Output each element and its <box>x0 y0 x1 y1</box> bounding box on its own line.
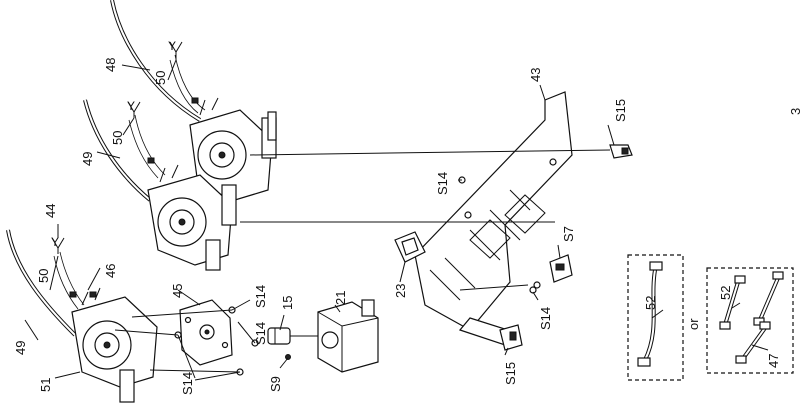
label-44: 44 <box>43 204 58 218</box>
tubes <box>6 0 206 337</box>
pump-middle <box>147 164 237 271</box>
cable-box-52 <box>627 254 684 381</box>
label-15: 15 <box>280 296 295 310</box>
page-number: 3 <box>788 108 800 115</box>
y-glyph-b: Y <box>127 99 135 113</box>
label-23: 23 <box>393 284 408 298</box>
screw-s14-frame-bottom <box>529 286 537 294</box>
mount-plate-45 <box>179 299 233 366</box>
label-s9: S9 <box>268 376 283 392</box>
motor-21 <box>317 299 379 373</box>
set-screw-s9 <box>285 354 291 360</box>
connector-s15-top <box>609 144 633 159</box>
guide-lines <box>240 149 611 291</box>
pump-upper <box>189 97 277 201</box>
label-21: 21 <box>333 291 348 305</box>
label-49-b: 49 <box>13 341 28 355</box>
part-labels: 48 50 50 49 44 50 46 49 51 45 S14 15 S14… <box>13 58 800 395</box>
tube-48 <box>110 0 202 122</box>
label-48: 48 <box>103 58 118 72</box>
label-52-b: 52 <box>718 286 733 300</box>
label-50-b: 50 <box>110 131 125 145</box>
gasket-23 <box>394 231 426 263</box>
label-49-a: 49 <box>80 152 95 166</box>
screws-s14 <box>114 306 259 376</box>
label-45: 45 <box>170 284 185 298</box>
pump-lower <box>71 287 158 403</box>
tube-49-upper <box>83 99 152 202</box>
label-46: 46 <box>103 264 118 278</box>
label-s14-c: S14 <box>180 372 195 395</box>
label-s14-e: S14 <box>538 307 553 330</box>
label-s14-b: S14 <box>253 322 268 345</box>
label-s14-a: S14 <box>253 285 268 308</box>
leader-lines <box>24 59 769 381</box>
label-51: 51 <box>38 378 53 392</box>
y-glyph-c: Y <box>51 235 59 249</box>
label-s14-d: S14 <box>435 172 450 195</box>
tube-50-a <box>174 54 206 111</box>
label-50-c: 50 <box>36 269 51 283</box>
label-s15-a: S15 <box>613 99 628 122</box>
y-fittings <box>51 41 183 254</box>
label-47: 47 <box>766 354 781 368</box>
label-43: 43 <box>528 68 543 82</box>
label-s7: S7 <box>561 226 576 242</box>
label-52-a: 52 <box>643 296 658 310</box>
switch-s7 <box>549 254 573 283</box>
label-s15-b: S15 <box>503 362 518 385</box>
y-labels: Y Y Y <box>51 39 176 249</box>
coupling-15 <box>267 327 320 345</box>
connector-s15-bottom <box>499 324 523 351</box>
cable-box-52-47 <box>706 267 794 374</box>
y-glyph-a: Y <box>168 39 176 53</box>
tube-50-b <box>134 114 166 176</box>
label-50-a: 50 <box>153 71 168 85</box>
label-or: or <box>686 318 701 330</box>
tube-50-c <box>59 251 85 306</box>
